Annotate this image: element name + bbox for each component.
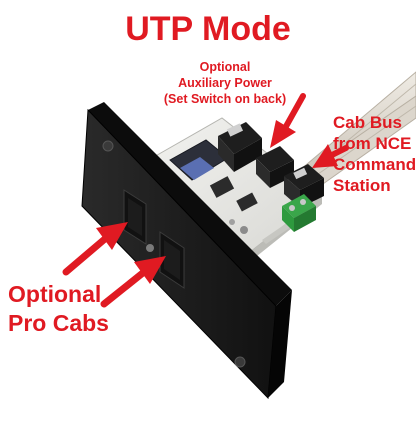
cab-bus-label: Cab Bus from NCE Command Station — [333, 112, 416, 196]
pro-cabs-label: Optional Pro Cabs — [8, 280, 109, 338]
auxiliary-power-label-line: Optional — [199, 60, 251, 74]
page-title: UTP Mode — [125, 10, 291, 48]
jack-auxiliary-power — [218, 122, 262, 172]
terminal-block — [282, 194, 316, 232]
cab-bus-label-line: Cab Bus — [333, 113, 402, 132]
faceplate — [81, 102, 292, 400]
arrow-pro-cab-upper — [62, 222, 128, 276]
arrow-auxiliary-power — [270, 93, 306, 148]
arrow-pro-cab-lower — [100, 256, 166, 308]
arrow-cab-bus — [312, 144, 349, 168]
pro-cabs-label-line: Optional — [8, 281, 102, 307]
jack-aux-input — [256, 146, 294, 188]
cab-bus-label-line: from NCE — [333, 134, 412, 153]
cab-bus-label-line: Station — [333, 176, 391, 195]
cab-bus-label-line: Command — [333, 155, 416, 174]
auxiliary-power-label-line: (Set Switch on back) — [163, 92, 287, 106]
auxiliary-power-label-line: Auxiliary Power — [178, 76, 272, 90]
auxiliary-power-label: Optional Auxiliary Power (Set Switch on … — [150, 59, 300, 107]
pro-cabs-label-line: Pro Cabs — [8, 310, 109, 336]
